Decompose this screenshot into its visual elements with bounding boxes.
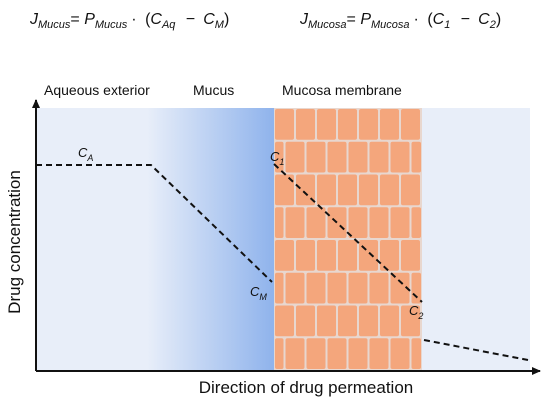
mucosa-brick: [275, 174, 294, 206]
mucosa-brick: [306, 272, 326, 304]
mucosa-brick: [285, 338, 305, 369]
concentration-profile: [36, 163, 529, 361]
mucosa-brick: [380, 174, 399, 206]
mucosa-brick: [306, 141, 326, 173]
region-label-aqueous: Aqueous exterior: [44, 82, 150, 98]
mucosa-brick: [296, 109, 315, 140]
mucosa-brick: [359, 305, 378, 337]
mucosa-brick: [359, 109, 378, 140]
mucosa-brick: [369, 207, 389, 238]
mucosa-brick: [401, 174, 420, 206]
mucosa-brick: [338, 240, 357, 271]
mucosa-brick: [411, 338, 421, 369]
mucosa-brick: [275, 240, 294, 271]
region-label-mucus: Mucus: [193, 82, 234, 98]
mucosa-brick: [275, 338, 284, 369]
mucosa-brick: [327, 207, 347, 238]
mucosa-brick: [348, 141, 368, 173]
mucosa-brick: [390, 207, 410, 238]
mucosa-brick: [380, 240, 399, 271]
point-label-cm: CM: [250, 284, 267, 302]
mucosa-brick: [411, 272, 421, 304]
mucosa-brick: [411, 207, 421, 238]
point-label-c1: C1: [270, 149, 284, 167]
mucosa-brick: [338, 305, 357, 337]
mucosa-brick: [317, 305, 336, 337]
mucosa-brick: [296, 240, 315, 271]
mucus-flux-equation: JMucus= PMucus· (CAq −CM): [29, 11, 229, 32]
point-label-c2: C2: [409, 303, 423, 321]
mucosa-brick: [317, 109, 336, 140]
mucosa-brick: [411, 141, 421, 173]
mucosa-membrane: [274, 108, 422, 370]
mucosa-brick: [327, 338, 347, 369]
mucosa-brick: [348, 272, 368, 304]
mucosa-brick: [317, 240, 336, 271]
mucosa-brick: [390, 141, 410, 173]
mucosa-brick: [285, 272, 305, 304]
mucosa-brick: [401, 109, 420, 140]
mucosa-brick: [296, 305, 315, 337]
mucosa-brick: [401, 305, 420, 337]
mucosa-brick: [296, 174, 315, 206]
mucosa-brick: [327, 141, 347, 173]
mucosa-brick: [327, 272, 347, 304]
mucosa-brick: [369, 141, 389, 173]
y-axis-label: Drug concentration: [5, 170, 24, 314]
mucosa-brick: [369, 272, 389, 304]
mucosa-brick: [285, 207, 305, 238]
point-label-ca: CA: [78, 145, 93, 163]
mucus-layer: [147, 108, 274, 370]
mucosa-brick: [338, 109, 357, 140]
mucosa-brick: [369, 338, 389, 369]
region-label-mucosa: Mucosa membrane: [282, 82, 402, 98]
profile-exterior: [423, 339, 529, 361]
mucosa-brick: [306, 207, 326, 238]
mucosa-brick: [275, 305, 294, 337]
mucosa-brick: [275, 207, 284, 238]
mucosa-brick: [275, 272, 284, 304]
mucosa-brick: [380, 305, 399, 337]
mucosa-flux-equation: JMucosa= PMucosa· (C1 −C2): [299, 11, 501, 32]
mucosa-brick: [401, 240, 420, 271]
mucosa-brick: [359, 174, 378, 206]
mucosa-brick: [359, 240, 378, 271]
mucosa-brick: [380, 109, 399, 140]
mucosa-brick: [338, 174, 357, 206]
mucosa-brick: [285, 141, 305, 173]
profile-aqueous-mucus: [36, 164, 273, 283]
x-axis-label: Direction of drug permeation: [199, 378, 414, 397]
mucosa-brick: [275, 109, 294, 140]
mucosa-brick: [348, 207, 368, 238]
profile-mucosa: [273, 163, 423, 303]
mucosa-brick: [390, 338, 410, 369]
mucosa-brick: [306, 338, 326, 369]
mucosa-brick: [348, 338, 368, 369]
mucosa-brick: [390, 272, 410, 304]
mucosa-brick: [317, 174, 336, 206]
mucosa-brick: [275, 141, 284, 173]
